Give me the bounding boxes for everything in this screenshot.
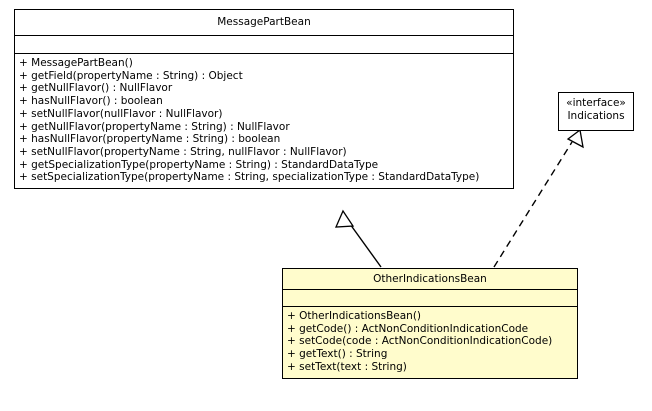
operation-item: + getSpecializationType(propertyName : S… — [19, 158, 379, 171]
class-box-otherindicationsbean[interactable]: OtherIndicationsBean + OtherIndicationsB… — [282, 268, 578, 379]
interface-name-compartment-indications: «interface» Indications — [559, 93, 633, 130]
generalization-edge — [334, 209, 382, 268]
attributes-compartment-otherindicationsbean — [283, 290, 577, 307]
operations-compartment-otherindicationsbean: + OtherIndicationsBean() + getCode() : A… — [283, 307, 577, 378]
class-name-otherindicationsbean: OtherIndicationsBean — [283, 269, 577, 290]
operation-item: + getCode() : ActNonConditionIndicationC… — [287, 322, 529, 335]
operation-item: + getField(propertyName : String) : Obje… — [19, 69, 243, 82]
generalization-line — [349, 223, 382, 268]
operation-item: + setCode(code : ActNonConditionIndicati… — [287, 335, 553, 348]
operation-item: + getText() : String — [287, 348, 388, 361]
operation-item: + OtherIndicationsBean() — [287, 310, 422, 322]
operation-item: + MessagePartBean() — [19, 57, 133, 69]
interface-stereotype-label: «interface» — [566, 97, 626, 109]
operation-item: + getNullFlavor(propertyName : String) :… — [19, 120, 290, 133]
operations-compartment-messagepartbean: + MessagePartBean() + getField(propertyN… — [15, 54, 513, 188]
operation-item: + setText(text : String) — [287, 360, 407, 373]
operation-item: + getNullFlavor() : NullFlavor — [19, 82, 173, 95]
operation-item: + setNullFlavor(nullFlavor : NullFlavor) — [19, 107, 223, 120]
operation-item: + hasNullFlavor(propertyName : String) :… — [19, 133, 281, 146]
interface-box-indications[interactable]: «interface» Indications — [558, 92, 634, 131]
class-box-messagepartbean[interactable]: MessagePartBean + MessagePartBean() + ge… — [14, 9, 514, 190]
realization-arrowhead — [566, 128, 584, 149]
attributes-compartment-messagepartbean — [15, 36, 513, 54]
class-name-messagepartbean: MessagePartBean — [15, 10, 513, 36]
generalization-arrowhead — [334, 209, 355, 228]
operation-item: + setSpecializationType(propertyName : S… — [19, 171, 480, 184]
operation-item: + setNullFlavor(propertyName : String, n… — [19, 145, 347, 158]
interface-name-label: Indications — [567, 110, 625, 122]
operation-item: + hasNullFlavor() : boolean — [19, 95, 163, 108]
